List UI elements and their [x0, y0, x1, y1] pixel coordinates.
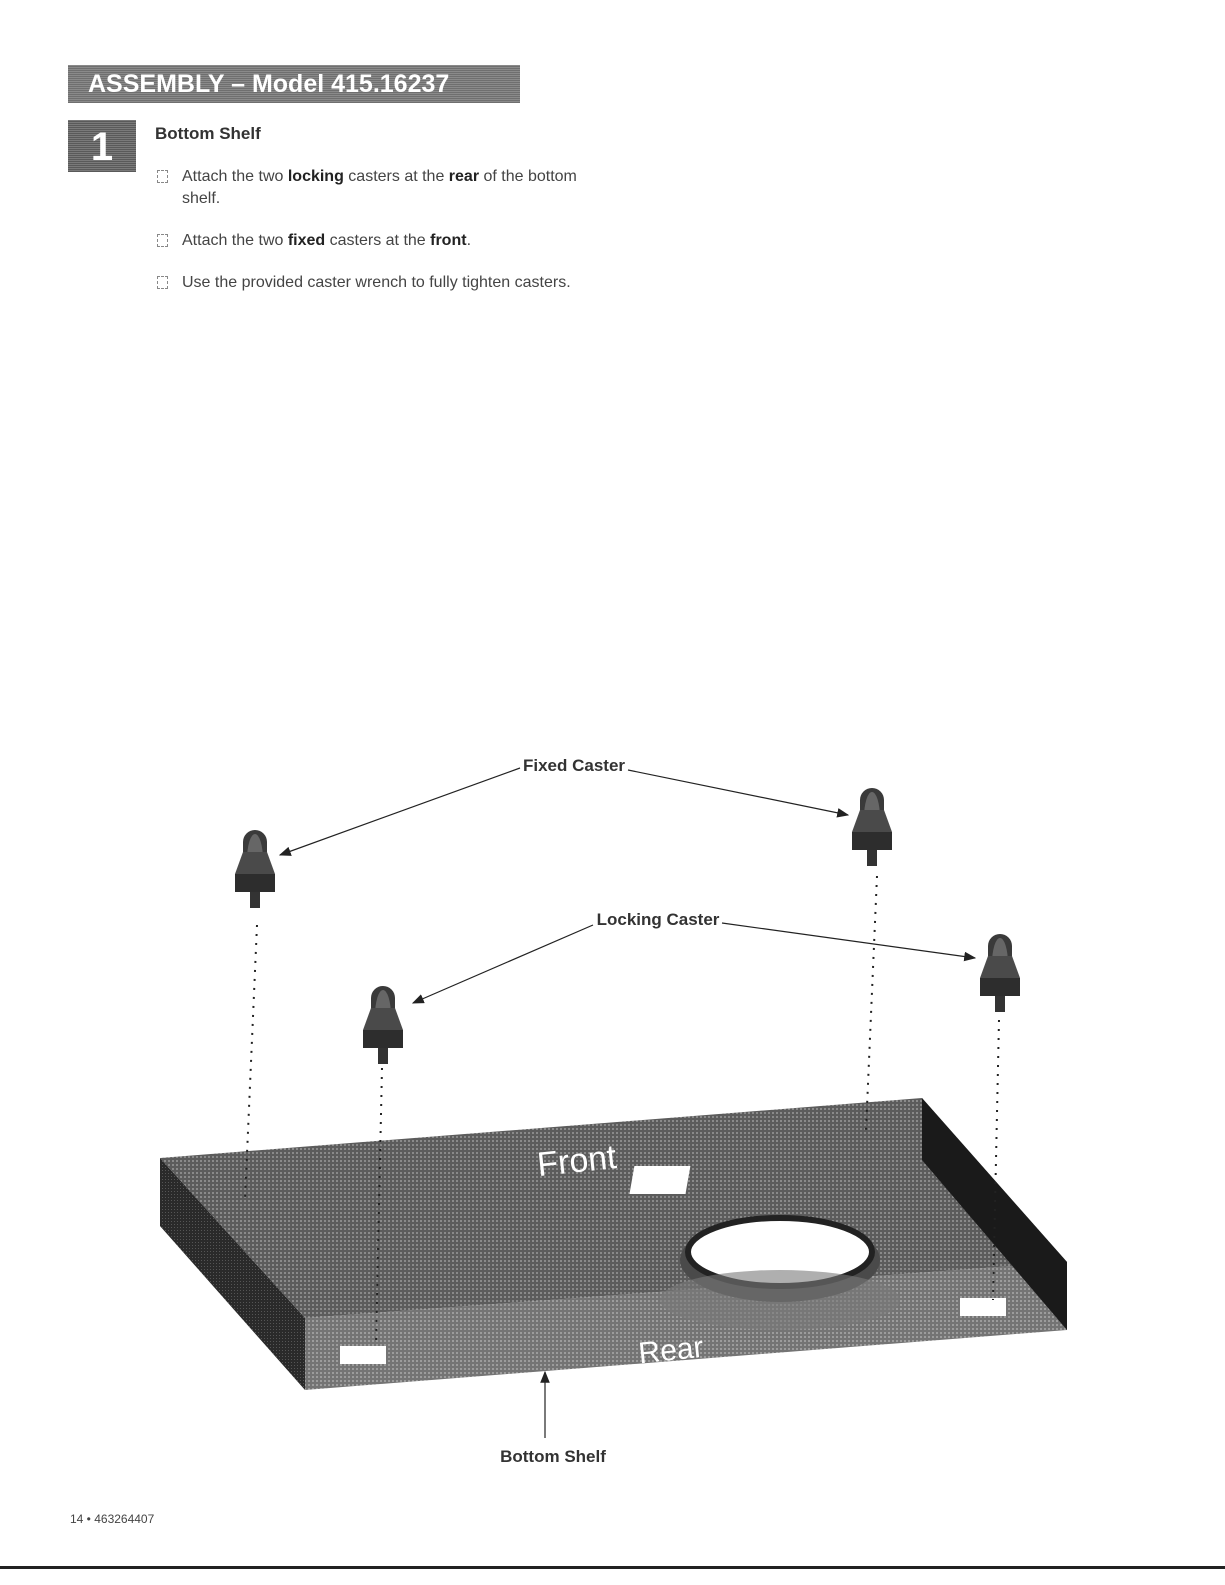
- mount-plate: [629, 1166, 690, 1194]
- fixed-caster-label: Fixed Caster: [523, 756, 625, 775]
- fixed-caster-right: [852, 788, 892, 866]
- page-footer: 14 • 463264407: [70, 1512, 154, 1526]
- mount-plate: [340, 1346, 386, 1364]
- bottom-rule: [0, 1566, 1225, 1569]
- locking-caster-right: [980, 934, 1020, 1012]
- mount-plate: [1, 1216, 62, 1244]
- bottom-shelf-label: Bottom Shelf: [500, 1447, 606, 1466]
- mount-plate: [960, 1298, 1006, 1316]
- bottom-shelf-illustration: Front Rear: [1, 1098, 1067, 1390]
- locking-caster-label: Locking Caster: [597, 910, 720, 929]
- rear-label: Rear: [637, 1331, 705, 1371]
- locking-caster-left: [363, 986, 403, 1064]
- fixed-caster-left: [235, 830, 275, 908]
